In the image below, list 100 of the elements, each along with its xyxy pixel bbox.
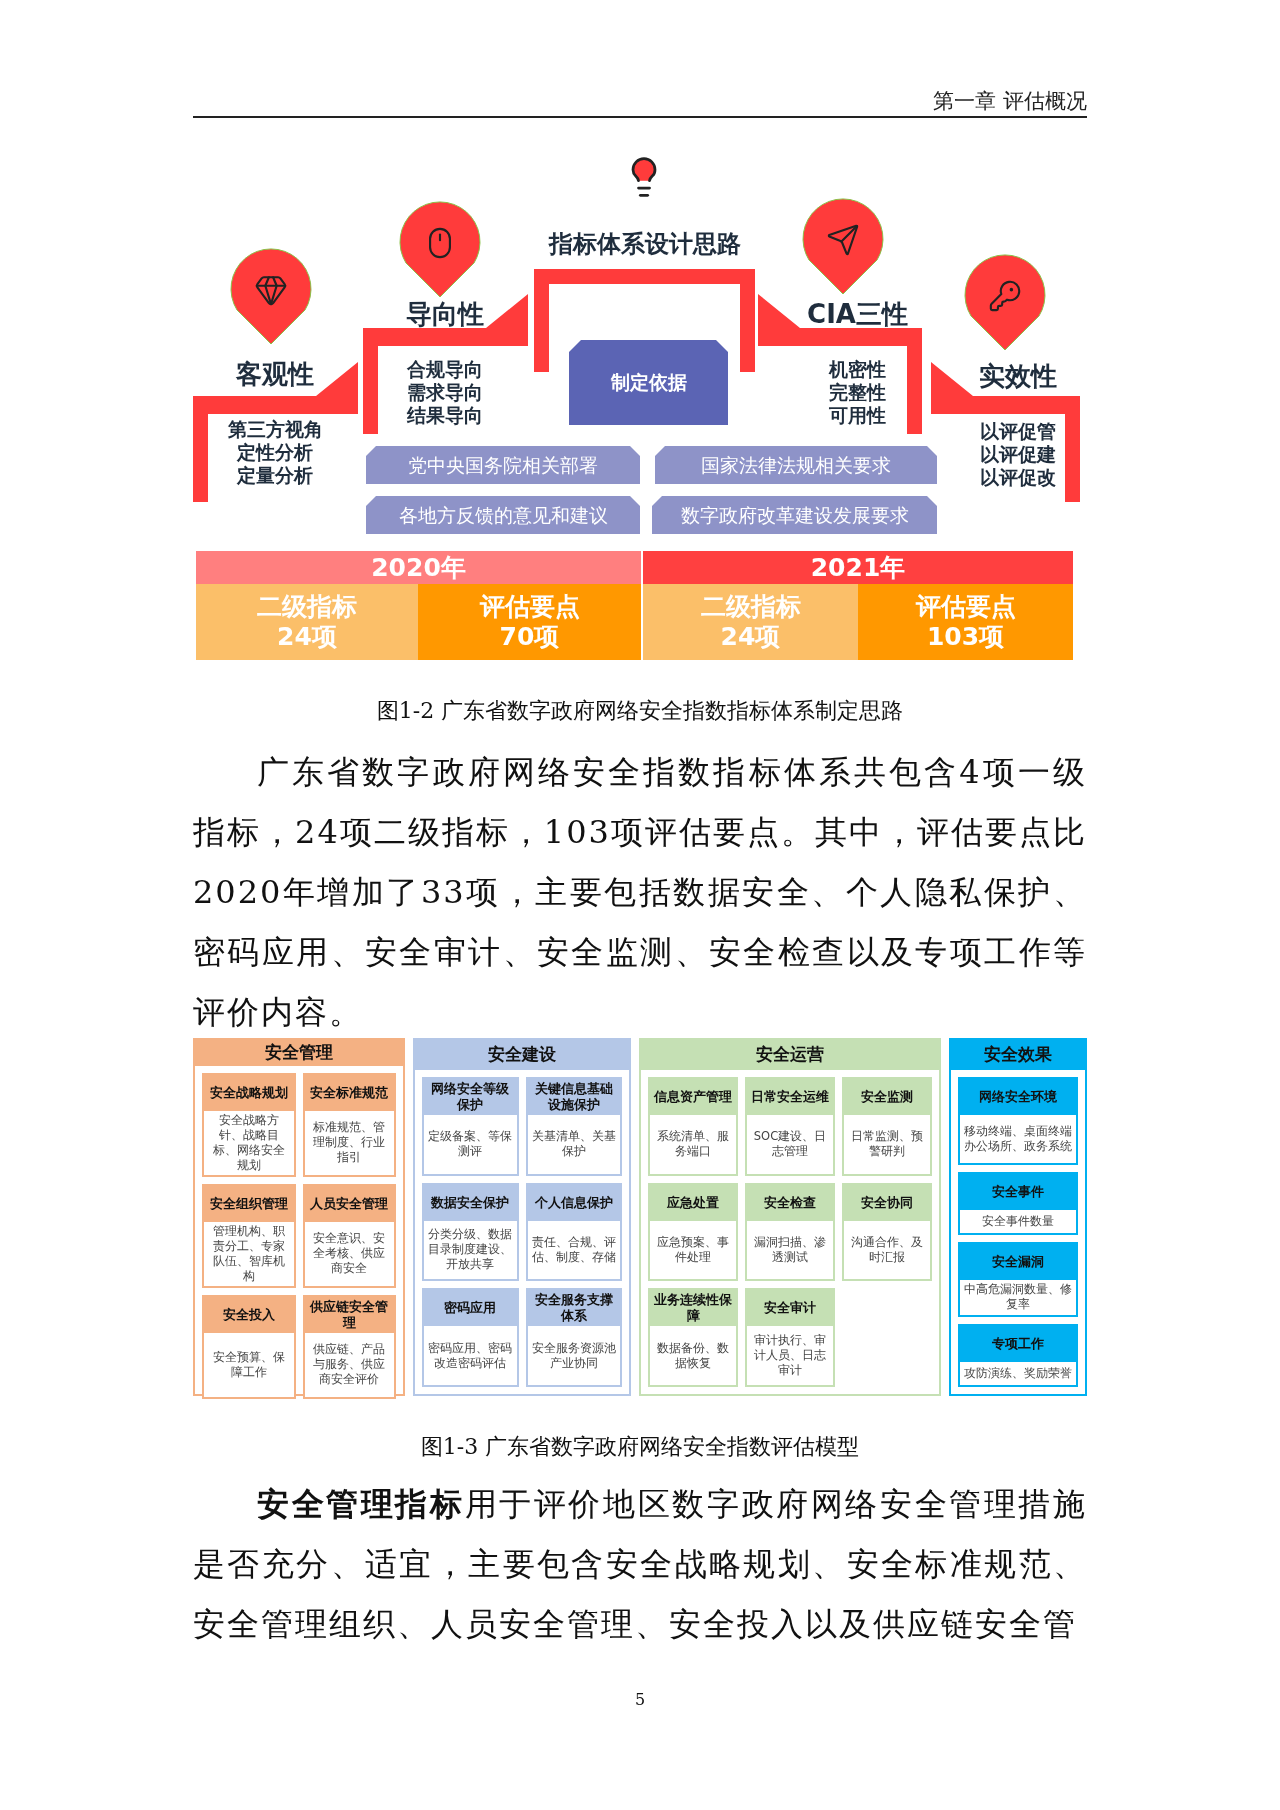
indicator-card bbox=[842, 1077, 932, 1176]
indicator-count-cell: 评估要点 70项 bbox=[418, 584, 641, 660]
card-title: 网络安全环境 bbox=[960, 1079, 1076, 1115]
card-description: 分类分级、数据目录制度建设、开放共享 bbox=[427, 1227, 514, 1273]
indicator-card bbox=[745, 1182, 835, 1282]
card-description: SOC建设、日志管理 bbox=[752, 1129, 828, 1160]
pillar-heading: 实效性 bbox=[979, 362, 1057, 390]
indicator-card bbox=[302, 1072, 396, 1177]
indicator-count-cell: 二级指标 24项 bbox=[643, 584, 858, 660]
card-title: 人员安全管理 bbox=[304, 1185, 394, 1222]
card-title: 安全协同 bbox=[844, 1184, 930, 1221]
card-title: 安全审计 bbox=[747, 1290, 833, 1327]
indicator-card bbox=[302, 1183, 396, 1288]
diagram-heading: 指标体系设计思路 bbox=[547, 230, 742, 258]
pillar-item: 可用性 bbox=[829, 404, 886, 427]
figure-caption: 图1-3 广东省数字政府网络安全指数评估模型 bbox=[419, 1433, 861, 1461]
pillar-item: 定量分析 bbox=[237, 464, 313, 487]
card-description: 安全服务资源池产业协同 bbox=[530, 1340, 617, 1371]
card-description: 供应链、产品与服务、供应商安全评价 bbox=[312, 1342, 387, 1387]
body-paragraph: 安全管理指标用于评价地区数字政府网络安全管理措施是否充分、适宜，主要包含安全战略规划、安全标准规范、安全管理组织、人员安全管理、安全投入以及供应链安全管 bbox=[193, 1484, 1087, 1645]
card-title: 信息资产管理 bbox=[650, 1079, 736, 1115]
card-description: 标准规范、管理制度、行业指引 bbox=[312, 1120, 387, 1165]
indicator-card bbox=[648, 1288, 738, 1387]
indicator-count-cell: 评估要点 103项 bbox=[858, 584, 1073, 660]
card-description: 安全事件数量 bbox=[982, 1213, 1054, 1229]
card-description: 日常监测、预警研判 bbox=[850, 1129, 924, 1160]
body-paragraph: 广东省数字政府网络安全指数指标体系共包含4项一级指标，24项二级指标，103项评估要点。其中，评估要点比2020年增加了33项，主要包括数据安全、个人隐私保护、密码应用、安全审计、安全监测、安全检查以及专项工作等评价内容。 bbox=[193, 752, 1087, 1033]
indicator-card bbox=[842, 1182, 932, 1282]
indicator-card bbox=[525, 1182, 622, 1282]
card-description: 漏洞扫描、渗透测试 bbox=[753, 1235, 827, 1265]
card-title: 个人信息保护 bbox=[527, 1184, 620, 1221]
card-title: 安全战略规划 bbox=[204, 1074, 294, 1111]
card-description: 安全战略方针、战略目标、网络安全规划 bbox=[211, 1112, 286, 1173]
card-description: 责任、合规、评估、制度、存储 bbox=[530, 1235, 617, 1265]
card-description: 移动终端、桌面终端办公场所、政务系统 bbox=[963, 1123, 1073, 1154]
card-title: 业务连续性保障 bbox=[650, 1290, 736, 1327]
card-title: 安全投入 bbox=[204, 1296, 294, 1333]
pillar-item: 合规导向 bbox=[407, 358, 483, 381]
indicator-card bbox=[422, 1288, 519, 1387]
card-title: 密码应用 bbox=[424, 1290, 517, 1327]
category-panel bbox=[639, 1038, 941, 1396]
card-description: 攻防演练、奖励荣誉 bbox=[964, 1366, 1072, 1382]
pillar-item: 以评促建 bbox=[980, 443, 1056, 466]
pillar-item: 需求导向 bbox=[407, 381, 483, 404]
pillar-heading: 导向性 bbox=[406, 300, 484, 328]
card-title: 安全服务支撑体系 bbox=[527, 1290, 620, 1327]
card-title: 安全漏洞 bbox=[960, 1243, 1076, 1280]
card-title: 应急处置 bbox=[650, 1184, 736, 1221]
card-description: 数据备份、数据恢复 bbox=[656, 1340, 730, 1371]
indicator-card bbox=[422, 1182, 519, 1282]
category-header: 安全建设 bbox=[415, 1040, 629, 1070]
card-description: 中高危漏洞数量、修复率 bbox=[963, 1282, 1073, 1313]
pillar-item: 机密性 bbox=[829, 358, 886, 381]
card-title: 安全事件 bbox=[960, 1173, 1076, 1210]
page-number: 5 bbox=[633, 1689, 647, 1711]
card-description: 关基清单、关基保护 bbox=[530, 1129, 617, 1160]
category-header: 安全运营 bbox=[641, 1040, 939, 1070]
card-description: 系统清单、服务端口 bbox=[656, 1129, 730, 1160]
card-description: 沟通合作、及时汇报 bbox=[850, 1235, 924, 1265]
card-description: 安全预算、保障工作 bbox=[211, 1349, 286, 1380]
card-description: 应急预案、事件处理 bbox=[656, 1235, 730, 1265]
card-title: 安全检查 bbox=[747, 1184, 833, 1221]
indicator-card bbox=[745, 1077, 835, 1176]
indicator-count-cell: 二级指标 24项 bbox=[196, 584, 418, 660]
pillar-heading: CIA三性 bbox=[807, 300, 908, 328]
card-title: 数据安全保护 bbox=[424, 1184, 517, 1221]
card-title: 专项工作 bbox=[960, 1326, 1076, 1363]
card-title: 安全监测 bbox=[844, 1079, 930, 1115]
card-title: 供应链安全管理 bbox=[304, 1296, 394, 1333]
category-panel bbox=[193, 1038, 405, 1396]
card-description: 密码应用、密码改造密码评估 bbox=[427, 1340, 514, 1371]
basis-box: 制定依据 bbox=[569, 340, 728, 425]
basis-item-box: 党中央国务院相关部署 bbox=[366, 446, 640, 484]
card-title: 关键信息基础设施保护 bbox=[527, 1079, 620, 1115]
card-description: 定级备案、等保测评 bbox=[427, 1129, 514, 1160]
card-description: 管理机构、职责分工、专家队伍、智库机构 bbox=[211, 1223, 286, 1284]
pillar-item: 以评促改 bbox=[980, 466, 1056, 489]
pillar-item: 以评促管 bbox=[980, 420, 1056, 443]
indicator-card bbox=[525, 1077, 622, 1176]
pillar-item: 第三方视角 bbox=[227, 418, 323, 441]
pillar-item: 结果导向 bbox=[407, 404, 483, 427]
year-header-band: 2021年 bbox=[643, 551, 1073, 584]
pillar-heading: 客观性 bbox=[236, 360, 314, 388]
indicator-card bbox=[745, 1288, 835, 1387]
pillar-item: 完整性 bbox=[829, 381, 886, 404]
indicator-card bbox=[302, 1294, 396, 1399]
indicator-card bbox=[422, 1077, 519, 1176]
card-title: 日常安全运维 bbox=[747, 1079, 833, 1115]
basis-item-box: 数字政府改革建设发展要求 bbox=[652, 496, 937, 534]
category-panel bbox=[949, 1038, 1087, 1396]
indicator-card bbox=[958, 1077, 1078, 1165]
card-title: 网络安全等级保护 bbox=[424, 1079, 517, 1115]
category-header: 安全效果 bbox=[951, 1040, 1085, 1070]
indicator-card bbox=[202, 1183, 296, 1288]
category-panel bbox=[413, 1038, 631, 1396]
indicator-card bbox=[202, 1072, 296, 1177]
card-description: 审计执行、审计人员、日志审计 bbox=[753, 1333, 827, 1379]
category-header: 安全管理 bbox=[195, 1040, 403, 1066]
indicator-card bbox=[648, 1182, 738, 1282]
indicator-card bbox=[202, 1294, 296, 1399]
